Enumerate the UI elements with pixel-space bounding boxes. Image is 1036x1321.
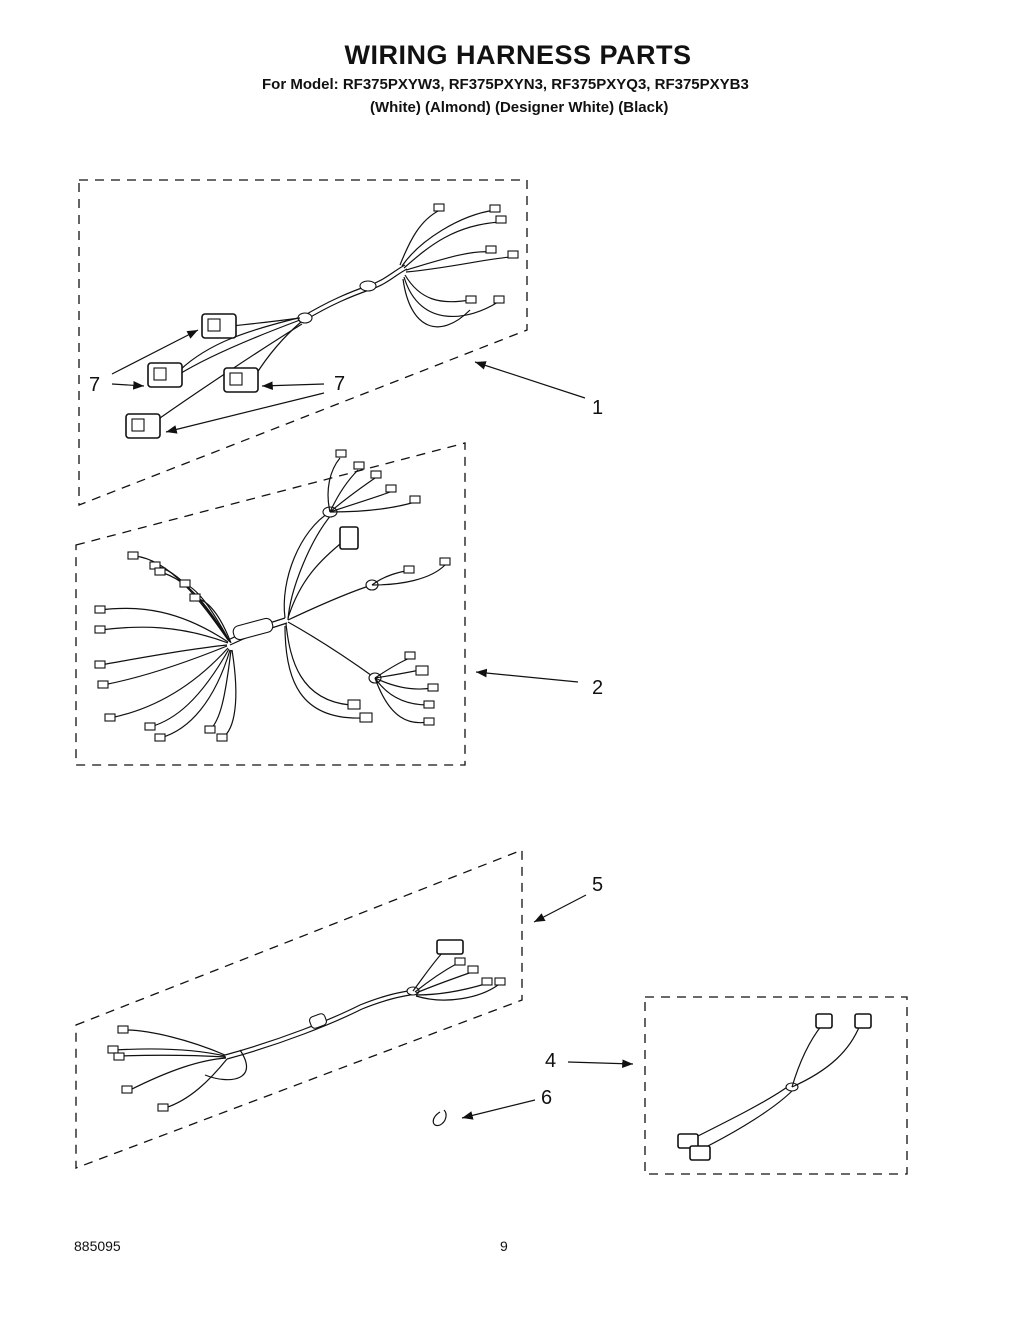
callout-2: 2 <box>592 677 604 699</box>
harness-2-group <box>75 442 466 766</box>
model-list: For Model: RF375PXYW3, RF375PXYN3, RF375… <box>262 76 749 93</box>
leader-lines <box>111 329 634 1120</box>
callout-7-right: 7 <box>334 373 346 395</box>
callout-4: 4 <box>545 1050 557 1072</box>
color-list: (White) (Almond) (Designer White) (Black… <box>370 99 669 116</box>
callout-1: 1 <box>592 397 604 419</box>
callout-5: 5 <box>592 874 604 896</box>
harness-4-group <box>644 996 908 1175</box>
page-title: WIRING HARNESS PARTS <box>344 40 692 70</box>
page-number: 9 <box>500 1238 508 1254</box>
harness-1-group <box>78 179 528 506</box>
document-number: 885095 <box>74 1238 121 1254</box>
harness-5-group <box>75 849 523 1169</box>
callout-7-left: 7 <box>89 374 101 396</box>
callout-6: 6 <box>541 1087 553 1109</box>
clip-icon <box>432 1109 447 1127</box>
